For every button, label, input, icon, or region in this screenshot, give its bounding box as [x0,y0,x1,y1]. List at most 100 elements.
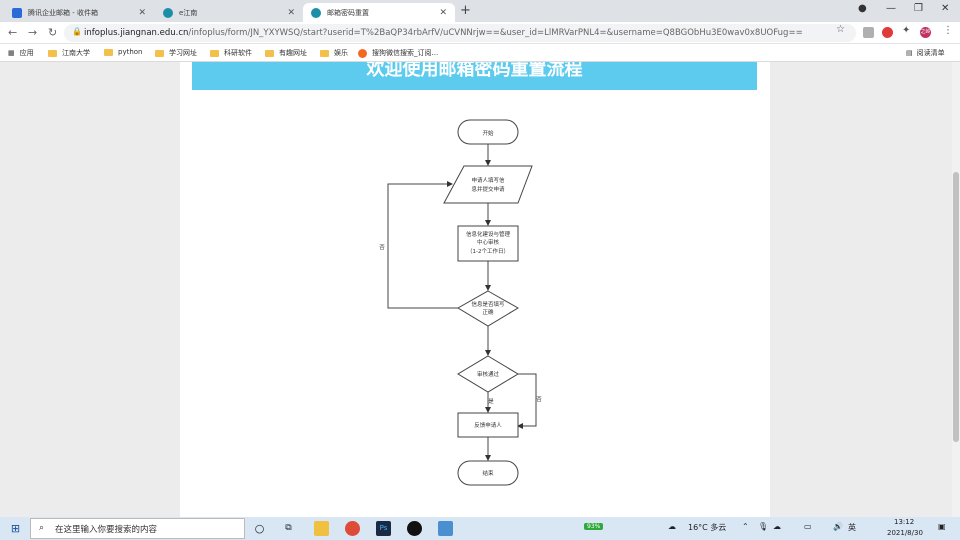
chevron-up-icon[interactable]: ⌃ [742,522,749,531]
apps-icon: ▦ [8,49,15,57]
flow-apply-label: 息并提交申请 [471,185,505,193]
bookmark-label: python [118,48,143,56]
close-icon[interactable]: ✕ [138,7,146,18]
flow-yes-label: 是 [488,398,494,405]
browser-tab-strip: 腾讯企业邮箱 - 收件箱 ✕ e江南 ✕ 邮箱密码重置 ✕ + ● — ❐ ✕ [0,0,960,22]
back-icon[interactable]: ← [8,26,18,39]
flow-approved-node [457,355,519,393]
page-banner: 欢迎使用邮箱密码重置流程 [192,62,757,90]
bookmark-label: 阅读清单 [916,49,945,57]
battery-indicator[interactable]: 93% [584,523,604,530]
microphone-icon[interactable]: 🎙 [758,522,769,531]
flow-end-node [457,460,519,486]
url-path: /infoplus/form/JN_YXYWSQ/start?userid=T%… [188,28,803,38]
app-icon[interactable] [438,521,453,536]
new-tab-icon[interactable]: + [460,3,471,18]
bookmark-label: 江南大学 [62,49,90,57]
flow-approved-label: 审核通过 [477,370,500,378]
folder-icon [104,48,113,56]
close-icon[interactable]: ✕ [287,7,295,18]
bookmark-folder[interactable]: python [104,48,143,56]
close-window-icon[interactable]: ✕ [941,3,950,14]
flow-apply-label: 申请人填写信 [471,176,505,184]
flow-start-label: 开始 [482,129,494,137]
flow-apply-node [443,165,533,204]
minimize-icon[interactable]: — [886,3,896,14]
network-icon[interactable]: ▭ [804,522,812,531]
record-icon[interactable]: ● [858,3,867,14]
notification-icon[interactable]: ▣ [938,522,946,531]
flow-start-node [457,119,519,145]
forward-icon[interactable]: → [28,26,38,39]
tab-title: 腾讯企业邮箱 - 收件箱 [28,8,98,17]
chrome-icon[interactable] [345,521,360,536]
weather-icon[interactable]: ☁ [668,522,676,531]
photoshop-icon[interactable]: Ps [376,521,391,536]
tab-password-reset[interactable]: 邮箱密码重置 ✕ [303,3,455,22]
vertical-scrollbar[interactable] [952,62,960,517]
flow-no-label: 否 [536,396,542,403]
reload-icon[interactable]: ↻ [48,26,58,39]
scrollbar-thumb[interactable] [953,172,959,442]
search-placeholder: 在这里输入你要搜索的内容 [55,524,158,535]
lock-icon: 🔒 [72,27,82,36]
folder-icon [320,49,329,57]
weather-text[interactable]: 16°C 多云 [688,523,727,532]
folder-icon [210,49,219,57]
taskbar-search[interactable]: ⌕ 在这里输入你要搜索的内容 [30,518,245,539]
clock-date[interactable]: 2021/8/30 [887,529,923,537]
bookmark-label: 科研软件 [224,49,252,57]
bookmark-label: 搜狗微信搜索_订阅... [372,49,439,57]
obs-icon[interactable] [407,521,422,536]
flow-feedback-label: 反馈申请人 [474,421,502,429]
close-icon[interactable]: ✕ [439,7,447,18]
flow-check-info-node [457,290,519,327]
tab-mail[interactable]: 腾讯企业邮箱 - 收件箱 ✕ [4,3,154,22]
search-icon: ⌕ [39,523,45,533]
windows-start-icon[interactable]: ⊞ [10,522,21,535]
reading-list-icon: ▤ [906,49,913,57]
folder-icon [265,49,274,57]
restore-icon[interactable]: ❐ [914,3,923,14]
reading-list[interactable]: ▤阅读清单 [906,48,945,58]
bookmark-folder[interactable]: 学习网址 [155,48,197,58]
bookmark-label: 娱乐 [334,49,348,57]
flow-end-label: 结束 [482,469,494,477]
bookmark-label: 有趣网址 [279,49,307,57]
bookmark-star-icon[interactable]: ☆ [836,24,845,35]
puzzle-icon[interactable]: ✦ [902,25,911,36]
tab-title: e江南 [179,8,198,17]
clock-time[interactable]: 13:12 [894,518,915,526]
bookmark-folder[interactable]: 有趣网址 [265,48,307,58]
ime-indicator[interactable]: 英 [848,523,856,532]
mail-icon [12,7,22,18]
bookmarks-bar: ▦ 应用 江南大学 python 学习网址 科研软件 有趣网址 娱乐 搜狗微信搜索… [0,44,960,62]
bookmark-apps[interactable]: ▦ 应用 [8,48,34,58]
url-host: infoplus.jiangnan.edu.cn [84,28,189,38]
folder-icon [48,49,57,57]
address-bar[interactable]: 🔒 infoplus.jiangnan.edu.cn/infoplus/form… [64,24,856,42]
tab-ejiangnan[interactable]: e江南 ✕ [155,3,303,22]
bookmark-label: 应用 [19,49,34,57]
page-viewport: 欢迎使用邮箱密码重置流程 [0,62,952,517]
bookmark-folder[interactable]: 娱乐 [320,48,348,58]
toolbar: ← → ↻ 🔒 infoplus.jiangnan.edu.cn/infoplu… [0,22,960,44]
flow-feedback-node [457,412,519,438]
bookmark-folder[interactable]: 科研软件 [210,48,252,58]
volume-icon[interactable]: 🔊 [833,522,843,531]
flow-review-label: 信息化建设与管理 [466,230,511,238]
avatar[interactable]: 之岭 [920,27,931,38]
bookmark-sogou[interactable]: 搜狗微信搜索_订阅... [358,48,438,58]
extension-icon[interactable] [863,27,874,38]
site-icon [163,7,173,18]
file-explorer-icon[interactable] [314,521,329,536]
task-view-icon[interactable]: ⧉ [285,523,292,533]
cortana-icon[interactable]: ○ [254,522,265,535]
page-content: 欢迎使用邮箱密码重置流程 [180,62,770,517]
flow-check-label: 正确 [482,308,494,316]
menu-icon[interactable]: ⋮ [943,25,953,36]
cloud-icon[interactable]: ☁ [773,522,781,531]
abp-icon[interactable] [882,27,893,38]
bookmark-folder[interactable]: 江南大学 [48,48,90,58]
site-icon [311,7,321,18]
